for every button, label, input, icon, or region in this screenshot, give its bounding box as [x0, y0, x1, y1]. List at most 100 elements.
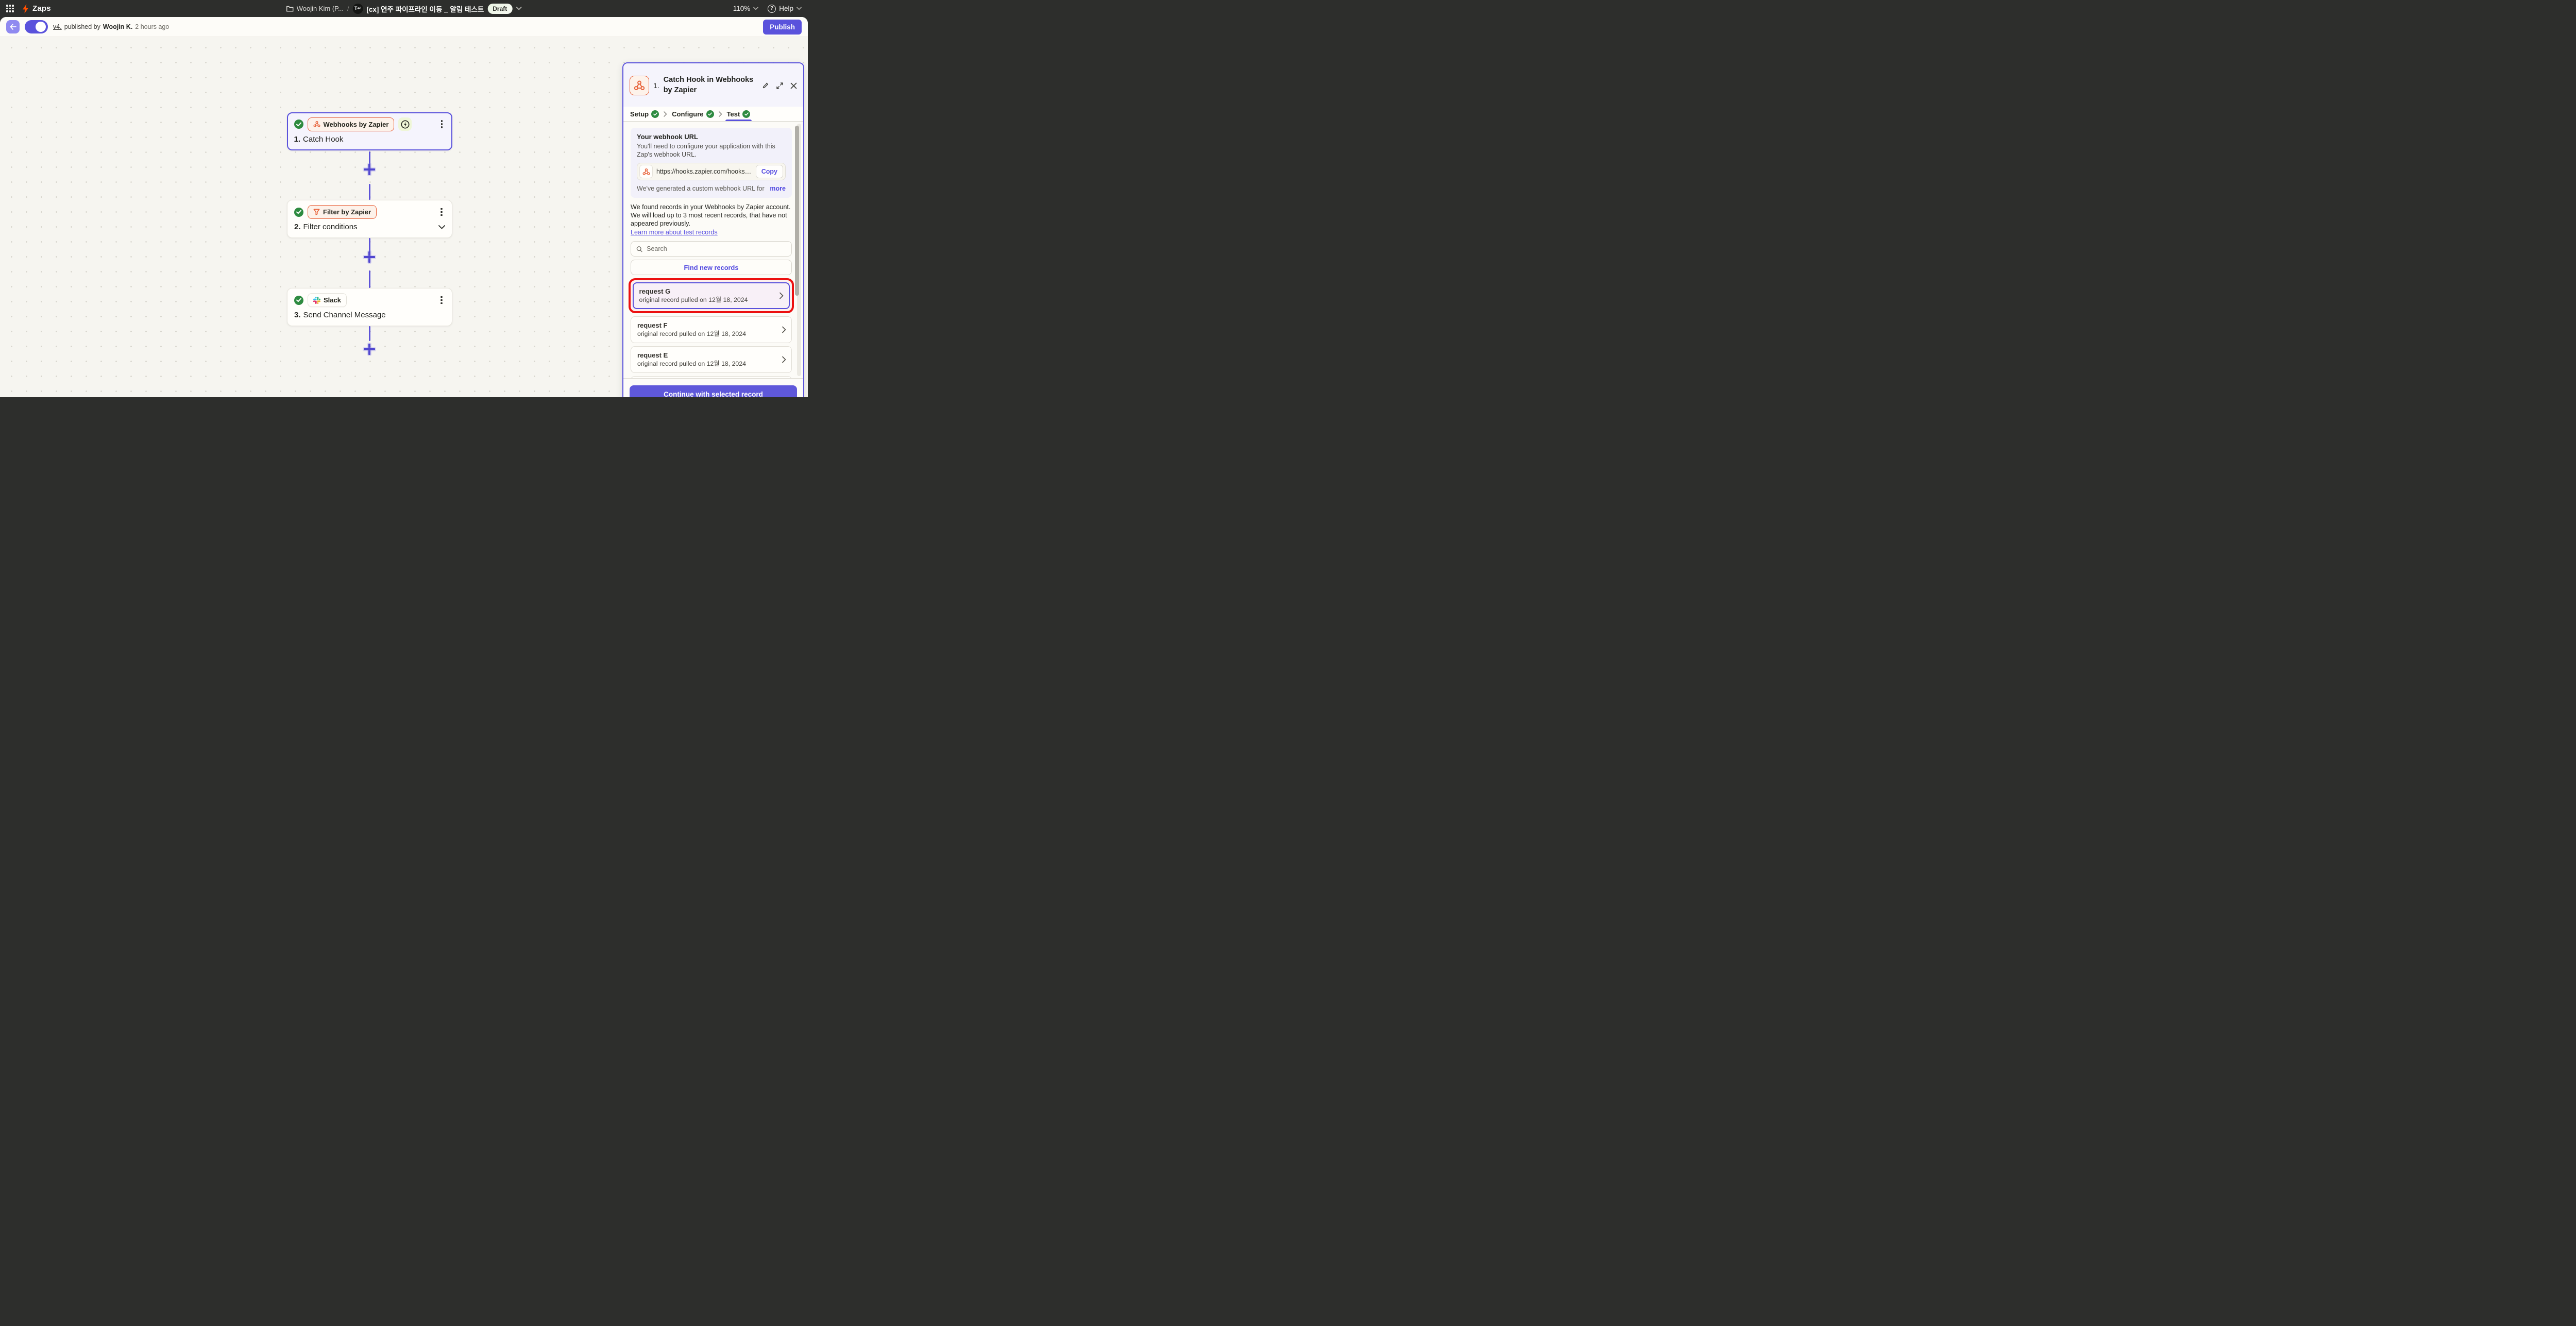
webhook-icon [639, 165, 653, 178]
publish-button[interactable]: Publish [763, 20, 802, 35]
add-step-button[interactable] [364, 164, 375, 175]
continue-with-selected-record-button[interactable]: Continue with selected record [630, 385, 797, 397]
folder-icon [286, 6, 294, 12]
chevron-down-icon [753, 7, 758, 10]
step-success-icon [294, 120, 303, 129]
app-pill-label: Webhooks by Zapier [324, 121, 389, 128]
lightning-icon [401, 120, 410, 129]
annotation-highlight-box: request G original record pulled on 12월 … [629, 278, 794, 313]
app-pill-webhooks[interactable]: Webhooks by Zapier [308, 117, 395, 131]
step-menu-kebab[interactable] [438, 207, 445, 217]
topbar-right: 110% ? Help [733, 5, 802, 13]
app-launcher-icon[interactable] [6, 5, 14, 12]
zap-editor-app: Zaps Woojin Kim (P... / T↵ [cx] 연주 파이프라인… [0, 0, 808, 397]
chevron-down-icon[interactable] [516, 7, 521, 10]
arrow-left-icon [10, 24, 16, 30]
zap-on-off-toggle[interactable] [25, 20, 48, 33]
connector-line [369, 326, 371, 341]
learn-more-link[interactable]: Learn more about test records [631, 228, 718, 236]
tab-setup[interactable]: Setup [630, 107, 659, 121]
filter-funnel-icon [313, 209, 320, 215]
workflow-canvas[interactable]: Webhooks by Zapier 1. Catch Hook [0, 37, 808, 397]
panel-footer: Continue with selected record [623, 378, 803, 397]
webhook-icon [313, 121, 320, 128]
webhook-icon [634, 80, 645, 91]
panel-step-number: 1. [653, 81, 659, 90]
trigger-badge [398, 117, 412, 131]
step-card-slack[interactable]: Slack 3. Send Channel Message [287, 288, 452, 326]
find-new-records-button[interactable]: Find new records [631, 260, 792, 275]
zap-title-icon: T↵ [352, 4, 363, 14]
chevron-right-icon [782, 356, 786, 363]
slack-icon [313, 297, 320, 304]
zapier-logo-icon [22, 4, 29, 13]
webhook-caption-row: We've generated a custom webhook URL for… [637, 184, 786, 193]
step-title: 3. Send Channel Message [294, 311, 445, 319]
copy-url-button[interactable]: Copy [756, 165, 783, 178]
records-intro-text: We found records in your Webhooks by Zap… [631, 203, 792, 228]
check-icon [651, 110, 659, 118]
chevron-right-icon [664, 111, 667, 117]
edit-pencil-icon[interactable] [762, 82, 769, 89]
more-link[interactable]: more [770, 185, 786, 192]
connector-line [369, 184, 371, 200]
record-search [631, 241, 792, 257]
chevron-right-icon [782, 327, 786, 333]
add-step-button[interactable] [364, 251, 375, 263]
webhook-url-value: https://hooks.zapier.com/hooks/ca... [656, 168, 752, 175]
published-time: 2 hours ago [135, 23, 169, 30]
toggle-knob [36, 22, 46, 32]
step-tabs: Setup Configure Test [623, 107, 803, 122]
webhook-section-description: You'll need to configure your applicatio… [637, 142, 786, 159]
panel-header: 1. Catch Hook in Webhooks by Zapier [623, 63, 803, 107]
expand-panel-icon[interactable] [776, 82, 784, 90]
step-success-icon [294, 296, 303, 305]
step-card-catch-hook[interactable]: Webhooks by Zapier 1. Catch Hook [287, 112, 452, 150]
scrollbar-thumb[interactable] [795, 126, 799, 296]
panel-scrollbar[interactable] [797, 124, 801, 376]
tab-configure[interactable]: Configure [672, 107, 714, 121]
app-pill-slack[interactable]: Slack [308, 293, 347, 307]
page-title: Zaps [32, 4, 51, 13]
check-icon [706, 110, 714, 118]
chevron-down-icon [438, 225, 445, 229]
step-card-filter[interactable]: Filter by Zapier 2. Filter conditions [287, 200, 452, 238]
check-icon [742, 110, 750, 118]
chevron-right-icon [779, 293, 784, 299]
top-bar: Zaps Woojin Kim (P... / T↵ [cx] 연주 파이프라인… [0, 0, 808, 17]
help-icon: ? [768, 5, 776, 13]
breadcrumb-folder[interactable]: Woojin Kim (P... [286, 5, 344, 12]
zap-title[interactable]: [cx] 연주 파이프라인 이동 _ 알림 테스트 [366, 4, 484, 14]
record-row-request-g[interactable]: request G original record pulled on 12월 … [633, 282, 790, 309]
version-info: v4. published by Woojin K. 2 hours ago [53, 23, 169, 30]
panel-title: Catch Hook in Webhooks by Zapier [664, 75, 755, 95]
tab-test[interactable]: Test [727, 107, 751, 121]
record-row-request-d[interactable]: request D original record pulled on 12월 … [631, 376, 792, 378]
chevron-down-icon [796, 7, 802, 10]
record-row-request-f[interactable]: request F original record pulled on 12월 … [631, 316, 792, 343]
webhook-caption: We've generated a custom webhook URL for… [637, 184, 766, 193]
record-row-request-e[interactable]: request E original record pulled on 12월 … [631, 346, 792, 373]
app-pill-label: Filter by Zapier [323, 208, 371, 216]
back-button[interactable] [6, 20, 20, 33]
search-input[interactable] [647, 245, 786, 252]
webhook-app-icon [630, 76, 649, 95]
app-pill-filter[interactable]: Filter by Zapier [308, 205, 377, 219]
status-badge: Draft [487, 4, 512, 14]
expand-step-chevron[interactable] [438, 225, 445, 229]
close-panel-icon[interactable] [790, 82, 797, 89]
version-link[interactable]: v4. [53, 23, 62, 30]
step-success-icon [294, 208, 303, 217]
zoom-level-value: 110% [733, 5, 751, 12]
step-menu-kebab[interactable] [438, 295, 445, 305]
webhook-url-section: Your webhook URL You'll need to configur… [631, 128, 792, 198]
step-title: 2. Filter conditions [294, 223, 445, 231]
zoom-level-dropdown[interactable]: 110% [733, 5, 759, 12]
connector-line [369, 270, 371, 288]
breadcrumb: Woojin Kim (P... / T↵ [cx] 연주 파이프라인 이동 _… [286, 0, 522, 17]
help-menu[interactable]: ? Help [768, 5, 802, 13]
add-step-button[interactable] [364, 344, 375, 355]
editor-main: v4. published by Woojin K. 2 hours ago P… [0, 17, 808, 397]
step-menu-kebab[interactable] [438, 119, 446, 129]
panel-actions [762, 82, 797, 90]
